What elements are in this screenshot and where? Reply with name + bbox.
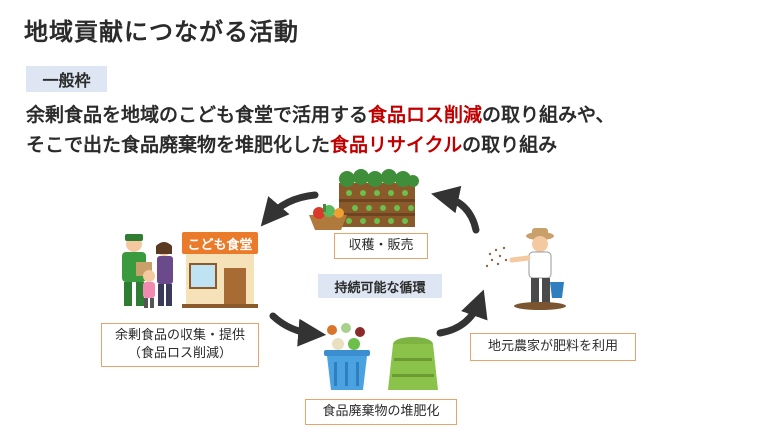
compost-bin-icon [388, 337, 438, 390]
description-text: の取り組み [462, 134, 558, 156]
farmer-icon [485, 228, 566, 310]
cycle-label: 持続可能な循環 [318, 274, 442, 298]
cycle-arrow-icon [260, 191, 319, 227]
description-text: 余剰食品を地域のこども食堂で活用する [26, 104, 369, 126]
step-harvest-label: 収穫・販売 [334, 233, 428, 259]
cycle-arrow-icon [431, 185, 480, 234]
mother-child-icon [143, 242, 173, 308]
step-collect-subtext: （食品ロス削減） [127, 346, 232, 361]
description-text: の取り組みや、 [482, 104, 615, 126]
shop-sign: こども食堂 [187, 237, 253, 253]
cycle-arrow-icon [436, 289, 488, 337]
step-harvest-text: 収穫・販売 [348, 238, 414, 253]
shop-icon [182, 232, 258, 308]
description-line-2: そこで出た食品廃棄物を堆肥化した食品リサイクルの取り組み [26, 130, 557, 157]
page-title: 地域貢献につながる活動 [24, 18, 299, 46]
highlight-food-recycle: 食品リサイクル [330, 134, 463, 156]
step-farmer-label: 地元農家が肥料を利用 [470, 333, 636, 361]
step-farmer-text: 地元農家が肥料を利用 [487, 339, 618, 354]
category-badge: 一般枠 [26, 66, 107, 92]
cycle-arrow-icon [269, 312, 327, 347]
step-compost-label: 食品廃棄物の堆肥化 [305, 399, 457, 425]
step-collect-label: 余剰食品の収集・提供 （食品ロス削減） [101, 323, 259, 367]
description-line-1: 余剰食品を地域のこども食堂で活用する食品ロス削減の取り組みや、 [26, 100, 614, 127]
step-compost-text: 食品廃棄物の堆肥化 [322, 404, 440, 419]
vegetable-basket-icon [309, 204, 347, 230]
step-collect-text: 余剰食品の収集・提供 [114, 328, 245, 343]
highlight-food-loss: 食品ロス削減 [368, 104, 483, 126]
food-waste-bin-icon [324, 323, 370, 390]
description-text: そこで出た食品廃棄物を堆肥化した [26, 134, 331, 156]
vegetable-field-icon [339, 169, 419, 227]
